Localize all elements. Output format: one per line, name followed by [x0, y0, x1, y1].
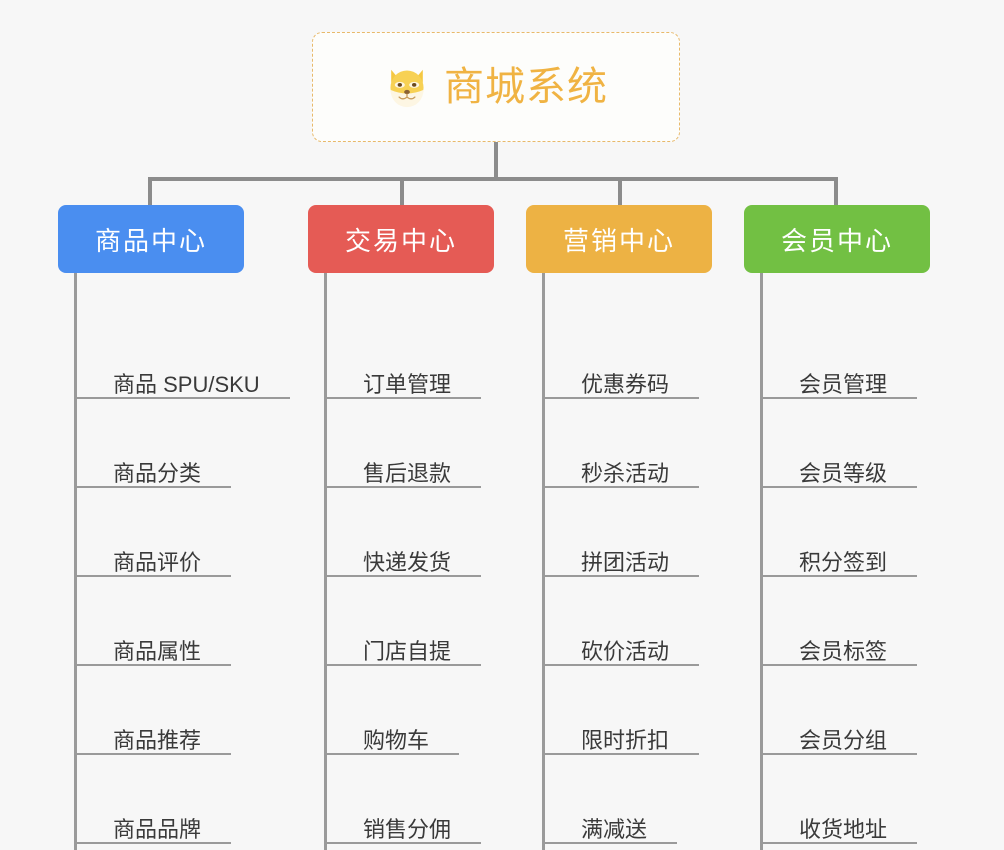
leaf-label: 商品 SPU/SKU: [113, 371, 260, 397]
leaf-item[interactable]: 会员分组: [763, 672, 974, 761]
connector-drop-1: [148, 177, 152, 209]
leaf-label: 满减送: [581, 816, 648, 842]
leaf-label: 会员管理: [799, 371, 888, 397]
leaf-item[interactable]: 售后退款: [327, 405, 538, 494]
connector-horizontal-bus: [148, 177, 836, 181]
leaf-item[interactable]: 商品品牌: [77, 761, 298, 850]
leaf-item[interactable]: 拼团活动: [545, 494, 756, 583]
leaf-label: 会员分组: [799, 727, 888, 753]
leaf-label: 拼团活动: [581, 549, 670, 575]
leaf-label: 收货地址: [799, 816, 888, 842]
branch-header-2[interactable]: 交易中心: [308, 205, 494, 273]
leaf-item[interactable]: 秒杀活动: [545, 405, 756, 494]
branch-body-2: 订单管理 售后退款 快递发货 门店自提 购物车 销售分佣: [324, 273, 538, 850]
connector-drop-2: [400, 177, 404, 209]
branch-header-1[interactable]: 商品中心: [58, 205, 244, 273]
leaf-label: 优惠券码: [581, 371, 670, 397]
leaf-label: 订单管理: [363, 371, 452, 397]
branch-column-4: 会员中心 会员管理 会员等级 积分签到 会员标签 会员分组 收货地址: [744, 205, 974, 850]
leaf-item[interactable]: 满减送: [545, 761, 756, 850]
leaf-item[interactable]: 积分签到: [763, 494, 974, 583]
leaf-item[interactable]: 快递发货: [327, 494, 538, 583]
leaf-label: 销售分佣: [363, 816, 452, 842]
leaf-item[interactable]: 订单管理: [327, 273, 538, 405]
leaf-item[interactable]: 会员管理: [763, 273, 974, 405]
leaf-label: 门店自提: [363, 638, 452, 664]
root-node[interactable]: 商城系统: [312, 32, 680, 142]
leaf-label: 商品推荐: [113, 727, 202, 753]
leaf-label: 商品属性: [113, 638, 202, 664]
leaf-label: 限时折扣: [581, 727, 670, 753]
leaf-label: 砍价活动: [581, 638, 670, 664]
connector-drop-4: [834, 177, 838, 209]
leaf-label: 快递发货: [363, 549, 452, 575]
leaf-item[interactable]: 会员等级: [763, 405, 974, 494]
leaf-label: 商品评价: [113, 549, 202, 575]
leaf-item[interactable]: 商品 SPU/SKU: [77, 273, 298, 405]
branch-column-2: 交易中心 订单管理 售后退款 快递发货 门店自提 购物车 销售分佣: [308, 205, 538, 850]
leaf-item[interactable]: 收货地址: [763, 761, 974, 850]
leaf-label: 商品品牌: [113, 816, 202, 842]
branch-header-3[interactable]: 营销中心: [526, 205, 712, 273]
leaf-label: 秒杀活动: [581, 460, 670, 486]
leaf-item[interactable]: 销售分佣: [327, 761, 538, 850]
leaf-item[interactable]: 限时折扣: [545, 672, 756, 761]
leaf-label: 售后退款: [363, 460, 452, 486]
leaf-item[interactable]: 砍价活动: [545, 583, 756, 672]
branch-column-1: 商品中心 商品 SPU/SKU 商品分类 商品评价 商品属性 商品推荐 商品品牌: [58, 205, 298, 850]
shiba-dog-face-icon: [390, 69, 424, 108]
leaf-label: 会员标签: [799, 638, 888, 664]
branch-body-3: 优惠券码 秒杀活动 拼团活动 砍价活动 限时折扣 满减送: [542, 273, 756, 850]
leaf-label: 购物车: [363, 727, 430, 753]
connector-root-stem: [494, 142, 498, 179]
branch-header-4[interactable]: 会员中心: [744, 205, 930, 273]
branch-body-1: 商品 SPU/SKU 商品分类 商品评价 商品属性 商品推荐 商品品牌: [74, 273, 298, 850]
leaf-item[interactable]: 商品属性: [77, 583, 298, 672]
connector-drop-3: [618, 177, 622, 209]
leaf-item[interactable]: 门店自提: [327, 583, 538, 672]
leaf-label: 商品分类: [113, 460, 202, 486]
leaf-item[interactable]: 商品分类: [77, 405, 298, 494]
branch-body-4: 会员管理 会员等级 积分签到 会员标签 会员分组 收货地址: [760, 273, 974, 850]
leaf-item[interactable]: 购物车: [327, 672, 538, 761]
root-title: 商城系统: [444, 65, 608, 109]
leaf-item[interactable]: 会员标签: [763, 583, 974, 672]
leaf-item[interactable]: 商品推荐: [77, 672, 298, 761]
leaf-label: 会员等级: [799, 460, 888, 486]
leaf-item[interactable]: 商品评价: [77, 494, 298, 583]
leaf-label: 积分签到: [799, 549, 888, 575]
leaf-item[interactable]: 优惠券码: [545, 273, 756, 405]
branch-column-3: 营销中心 优惠券码 秒杀活动 拼团活动 砍价活动 限时折扣 满减送: [526, 205, 756, 850]
